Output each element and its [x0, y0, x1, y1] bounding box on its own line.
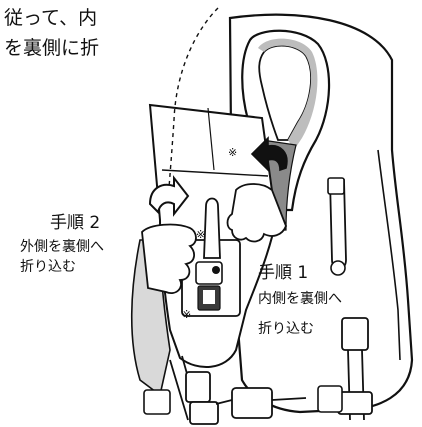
- left-hand: [141, 223, 197, 294]
- right-tube-ring: [330, 260, 346, 276]
- dashed-fold-path: [167, 7, 219, 201]
- buckle-center: [231, 387, 273, 419]
- fold-line-vertical: [207, 107, 215, 171]
- right-tube-clip: [327, 177, 345, 195]
- asterisk-mark-3: ※: [182, 308, 191, 321]
- side-buckle-left: [143, 389, 171, 415]
- asterisk-mark-2: ※: [196, 228, 205, 241]
- vest-right-edge: [377, 149, 401, 361]
- fold-crease: [161, 169, 269, 177]
- asterisk-mark-1: ※: [228, 146, 237, 159]
- collar-gray-band: [258, 38, 318, 150]
- right-hand: [226, 183, 287, 243]
- buckle-left-lower: [189, 401, 219, 425]
- buckle-left: [185, 371, 211, 403]
- buckle-right-lower: [337, 391, 373, 415]
- inflator-cylinder: [203, 197, 221, 259]
- step2-title: 手順 2: [50, 213, 101, 233]
- step2-line-2: 折り込む: [20, 259, 76, 275]
- step2-line-1: 外側を裏側へ: [20, 239, 104, 255]
- step1-title: 手順 1: [258, 263, 309, 283]
- buckle-right: [341, 317, 369, 351]
- top-note-line-2: を裏側に折: [4, 37, 100, 59]
- inflator-window: [203, 290, 215, 304]
- inflator-knob: [212, 266, 220, 274]
- side-buckle-right: [317, 385, 343, 413]
- step1-line-1: 内側を裏側へ: [258, 291, 342, 307]
- arrow-step2: [148, 175, 190, 217]
- step1-line-2: 折り込む: [258, 321, 314, 337]
- arrow-step1: [250, 136, 288, 172]
- waist-strap: [215, 397, 307, 405]
- top-note-line-1: 従って、内: [4, 7, 98, 29]
